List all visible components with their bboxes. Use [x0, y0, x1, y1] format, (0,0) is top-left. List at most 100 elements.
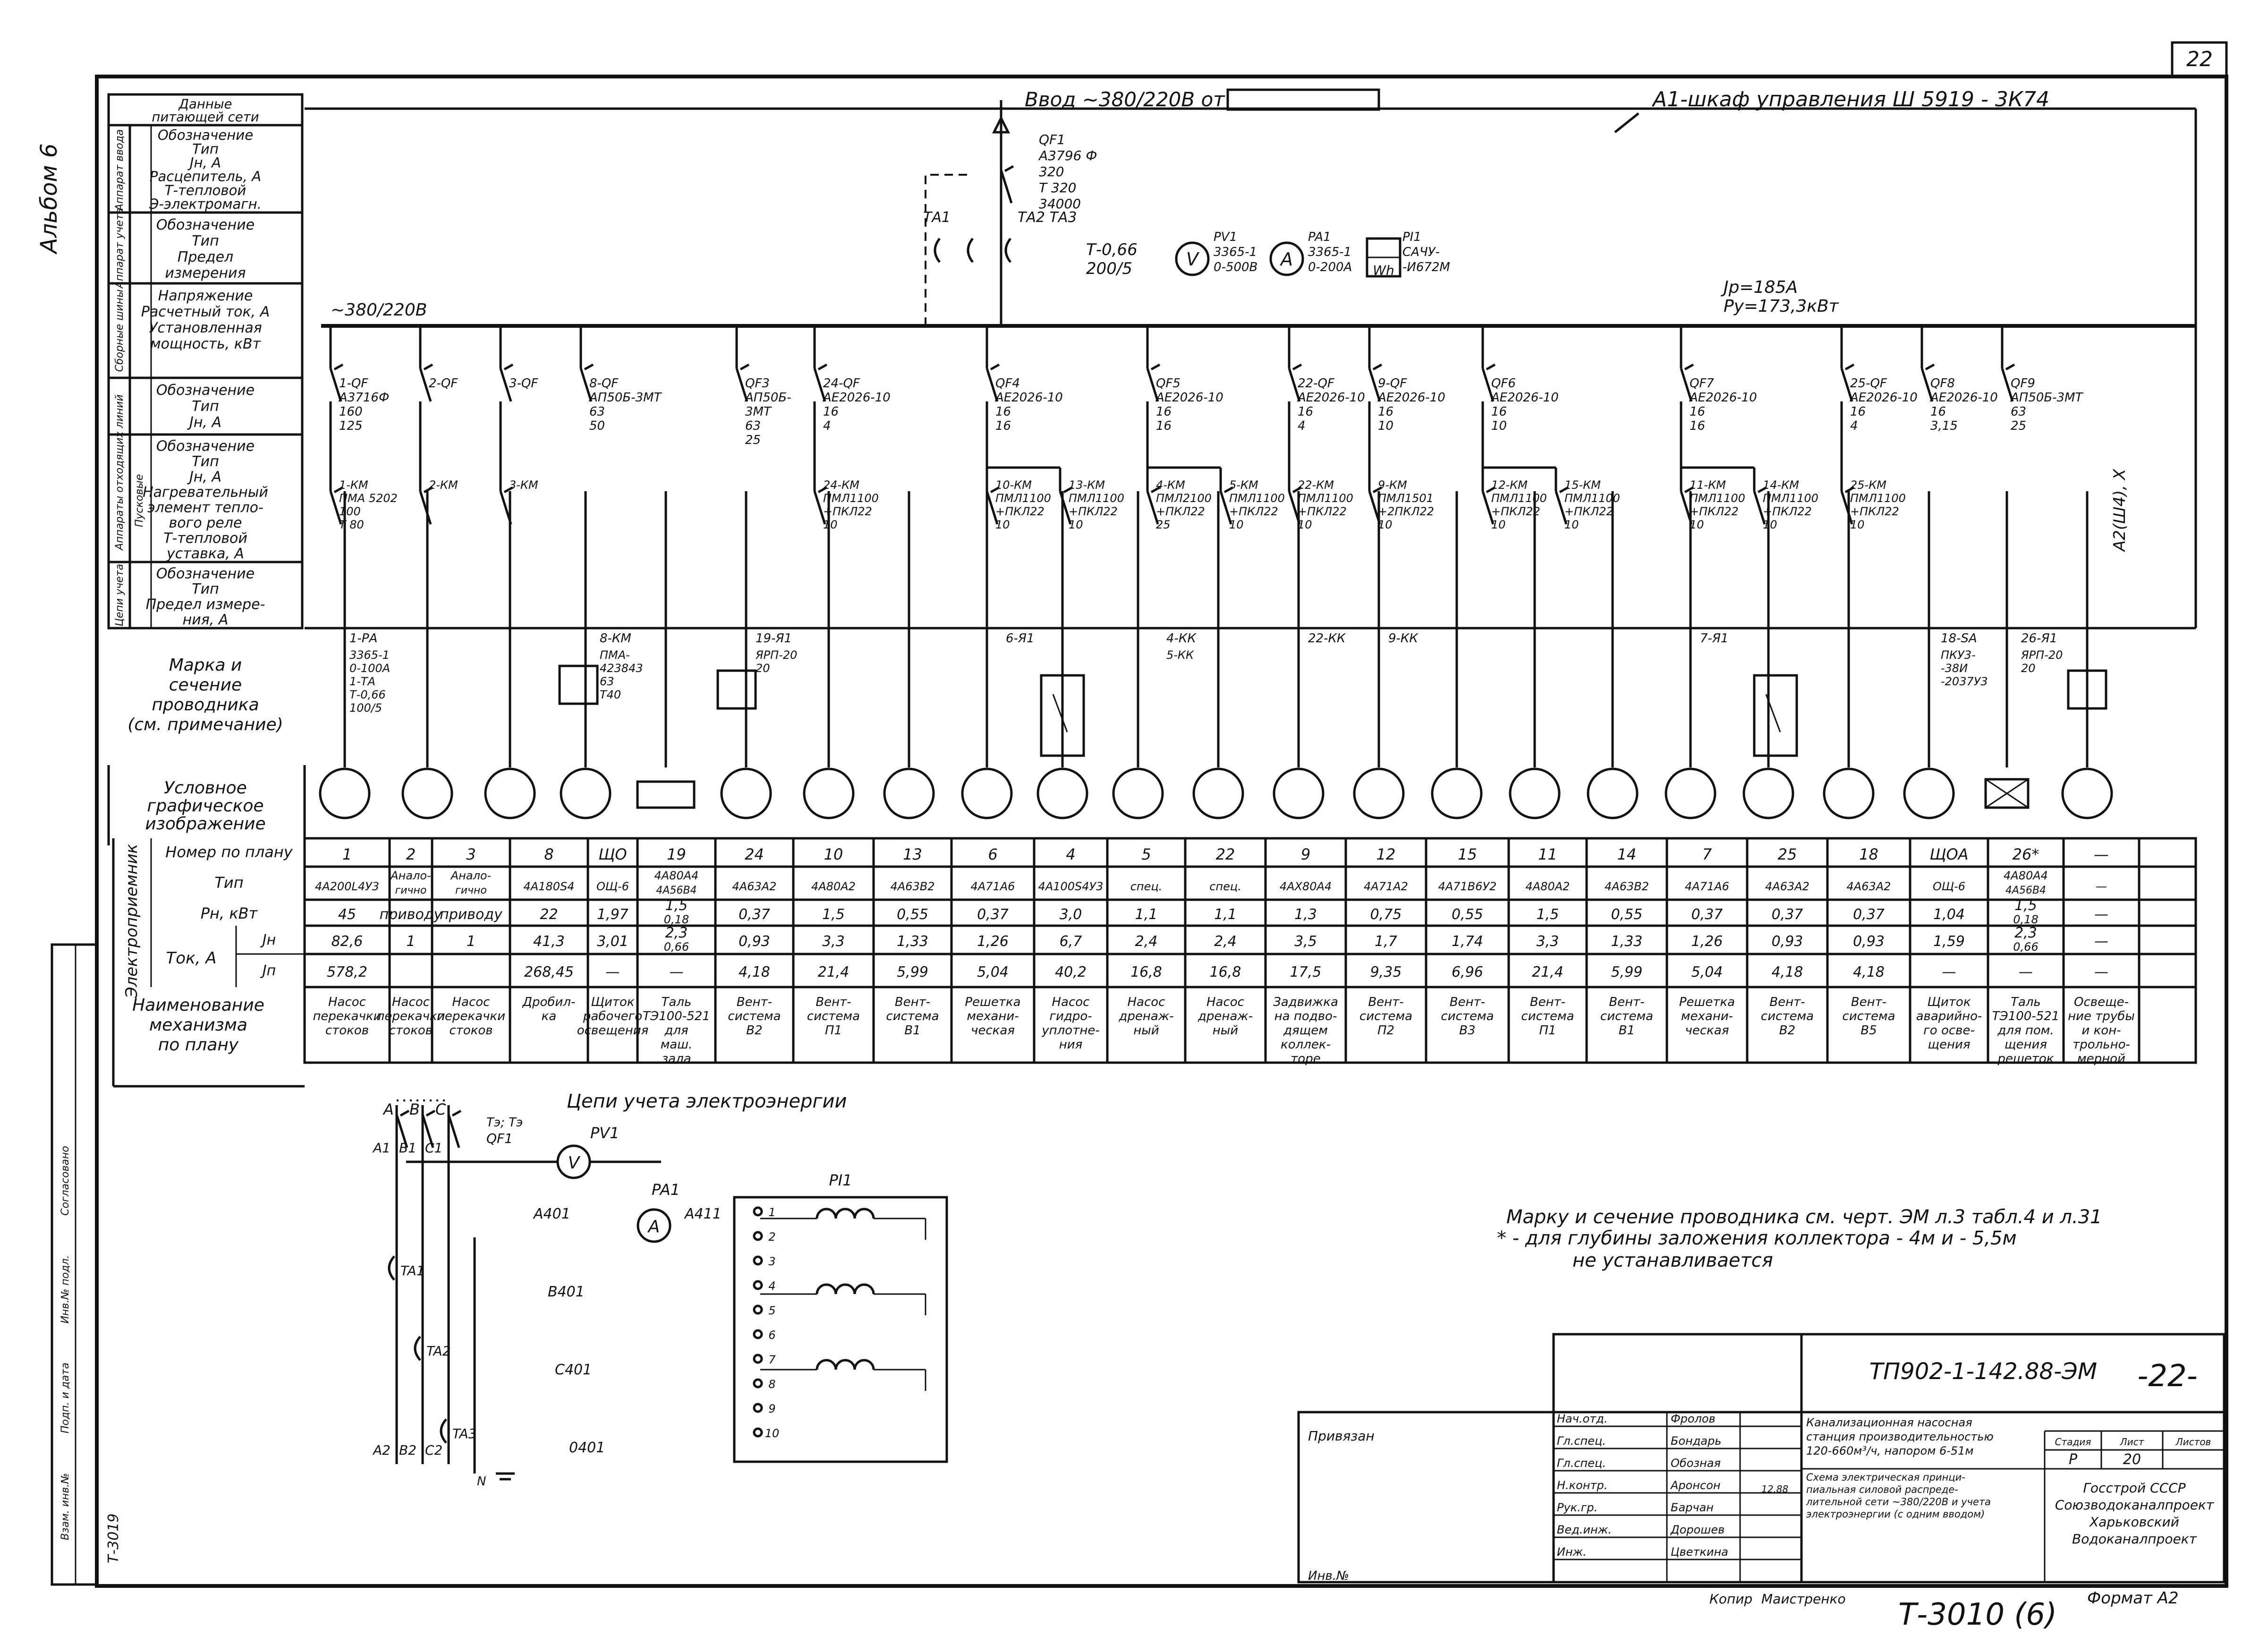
left-panel-caption: Тип	[192, 233, 219, 249]
breaker-label: 2-QF	[429, 376, 458, 391]
main-breaker-label: 320	[1039, 164, 1064, 179]
relay-coil	[716, 669, 757, 710]
left-side-label: Цепи учета	[114, 564, 126, 626]
terminal	[753, 1427, 763, 1438]
plan-number-cell: 10	[824, 845, 843, 863]
breaker-label: 10	[1491, 419, 1507, 433]
plan-number-cell: ЩО	[598, 845, 627, 863]
mechanism-cell: дящем	[1283, 1023, 1328, 1038]
contact-tick	[817, 486, 828, 494]
plan-number-cell: 13	[903, 845, 922, 863]
breaker-contact	[1146, 368, 1159, 402]
mechanism-cell: освещения	[577, 1023, 649, 1038]
starter-label: ПМЛ1100	[1229, 492, 1285, 505]
terminal	[753, 1304, 763, 1315]
starter-label: ПМЛ1100	[1298, 492, 1353, 505]
contact-tick	[1559, 486, 1569, 494]
jp-cell: 5,04	[1691, 964, 1723, 980]
counter-coil	[815, 1283, 837, 1295]
mechanism-cell: система	[1761, 1009, 1814, 1023]
mechanism-cell: Щиток	[591, 995, 634, 1009]
role-label: Рук.гр.	[1557, 1501, 1597, 1514]
mechanism-cell: решеток	[1997, 1052, 2054, 1066]
mechanism-cell: ние трубы	[2068, 1009, 2135, 1023]
breaker-contact	[813, 368, 826, 402]
breaker-label: АЕ2026-10	[1929, 391, 1998, 405]
left-panel-caption: мощность, кВт	[150, 336, 262, 352]
jn-cell: 0,66	[664, 940, 689, 954]
power-cell: 0,37	[977, 906, 1009, 923]
mechanism-cell: Вент-	[737, 995, 772, 1009]
breaker-label: 9-QF	[1378, 376, 1407, 391]
jn-cell: 3,01	[597, 933, 629, 950]
mechanism-cell: уплотне-	[1041, 1023, 1099, 1038]
voltmeter	[1175, 241, 1210, 276]
mechanism-cell: В2	[746, 1023, 762, 1038]
starter-contact	[1554, 491, 1568, 525]
metering-title: Цепи учета электроэнергии	[567, 1091, 847, 1112]
left-panel-caption: Тип	[192, 453, 219, 470]
meter-symbol: V	[1186, 249, 1200, 270]
breaker-label: АЕ2026-10	[1297, 391, 1365, 405]
name-label: Цветкина	[1671, 1545, 1728, 1559]
plan-number-cell: 12	[1376, 845, 1396, 863]
jn-cell: 2,3	[665, 925, 688, 941]
power-cell: 0,37	[739, 906, 770, 923]
jp-cell: 6,96	[1452, 964, 1483, 980]
metering-circuit: Цепи учета электроэнергииAA1A2BB1B2CC1C2…	[372, 1091, 948, 1489]
motor-symbol	[1192, 767, 1244, 819]
left-panel-caption: Обозначение	[156, 382, 255, 399]
mechanism-cell: маш.	[661, 1038, 693, 1052]
left-panel-caption: Э-электромагн.	[149, 196, 262, 212]
left-panel-caption: Предел	[178, 249, 233, 265]
starter-label: +ПКЛ22	[1298, 505, 1347, 518]
starter-label: 10	[1491, 518, 1506, 531]
motor-symbol	[1587, 767, 1639, 819]
breaker-label: 25	[2011, 419, 2026, 433]
mechanism-cell: Насос	[328, 995, 366, 1009]
starter-label: 10	[1690, 518, 1704, 531]
mechanism-cell: для	[664, 1023, 688, 1038]
breaker-label: 24-QF	[823, 376, 860, 391]
breaker-label: 16	[1491, 405, 1507, 419]
power-cell: 0,75	[1370, 906, 1402, 923]
power-cell: 1,5	[665, 897, 688, 914]
left-panel-caption: питающей сети	[152, 110, 259, 125]
mechanism-cell: Насос	[1206, 995, 1244, 1009]
mechanism-cell: В1	[1619, 1023, 1635, 1038]
counter-coil	[834, 1208, 856, 1219]
jn-cell: —	[2094, 933, 2108, 950]
jn-cell: 2,4	[1214, 933, 1237, 950]
linked-block	[1297, 1411, 1555, 1584]
starter-label: 10-КМ	[995, 478, 1032, 492]
mechanism-cell: го осве-	[1923, 1023, 1975, 1038]
mechanism-cell: П2	[1377, 1023, 1394, 1038]
type-cell: 4А56В4	[2005, 885, 2046, 896]
main-breaker-contact	[1000, 170, 1013, 204]
mechanism-cell: В2	[1779, 1023, 1795, 1038]
name-label: Барчан	[1671, 1501, 1714, 1514]
limit-switch-box	[1753, 674, 1798, 757]
mechanism-cell: Таль	[662, 995, 692, 1009]
mechanism-cell: система	[1441, 1009, 1494, 1023]
mechanism-cell: ческая	[971, 1023, 1015, 1038]
marking-label: сечение	[169, 675, 242, 695]
marking-label: проводника	[152, 695, 259, 715]
breaker-label: QF5	[1156, 376, 1181, 391]
meter-ammeter	[637, 1208, 671, 1243]
breaker-label: 63	[589, 405, 605, 419]
row-header: Jн	[260, 932, 276, 948]
mechanism-cell: коллек-	[1281, 1038, 1331, 1052]
power-cell: 0,37	[1691, 906, 1723, 923]
starter-label: ПМЛ1100	[995, 492, 1051, 505]
type-cell: 4А80А4	[654, 869, 699, 882]
starter-label: +ПКЛ22	[1564, 505, 1614, 518]
load-label: 26-Я1	[2021, 631, 2057, 646]
sheet-number: -22-	[2137, 1359, 2198, 1394]
mechanism-cell: Решетка	[965, 995, 1020, 1009]
marking-label: (см. примечание)	[127, 715, 283, 734]
sheet-caption: Схема электрическая принци-	[1806, 1472, 1965, 1483]
role-label: Инж.	[1557, 1545, 1587, 1559]
starter-label: 10	[1763, 518, 1777, 531]
input-title: Ввод ~380/220В от	[1025, 88, 1225, 111]
